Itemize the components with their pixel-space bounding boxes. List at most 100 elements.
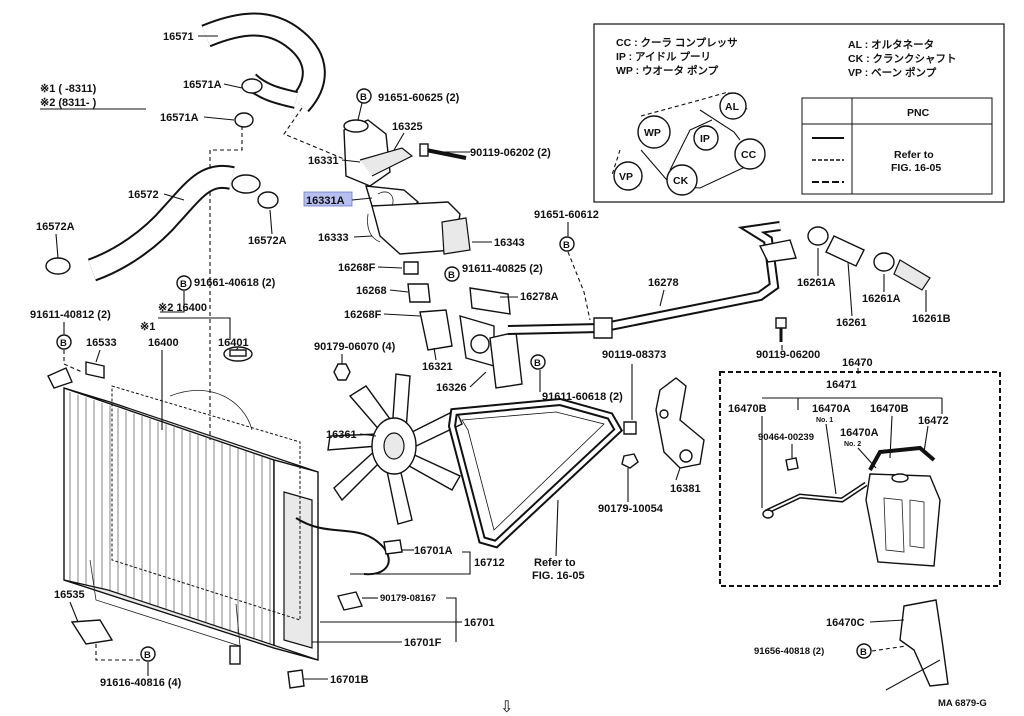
- pnc-header: PNC: [907, 107, 930, 119]
- label-16261b: 16261B: [912, 313, 951, 325]
- bolt-marker-91616-40816: B: [140, 646, 156, 662]
- legend-abbrev-al: AL : オルタネータ: [848, 39, 934, 51]
- fan-bracket-16381: [621, 377, 705, 469]
- label-91611-40812: 91611-40812 (2): [30, 309, 111, 321]
- label-16712: 16712: [474, 557, 505, 569]
- label-16268f-1: 16268F: [338, 262, 376, 274]
- legend-abbrev-cc: CC : クーラ コンプレッサ: [616, 36, 738, 49]
- label-16471: 16471: [826, 379, 857, 391]
- legend-abbrev-ck: CK : クランクシャフト: [848, 53, 957, 65]
- label-90179-10054: 90179-10054: [598, 503, 664, 515]
- radiator-support-16535: [70, 619, 114, 645]
- bolt-marker-91661-40618: B: [176, 275, 192, 291]
- ip-label: IP: [700, 133, 710, 145]
- label-16472: 16472: [918, 415, 949, 427]
- label-91661-40618: 91661-40618 (2): [194, 277, 276, 289]
- fan-shroud: [111, 385, 301, 621]
- legend-abbrev-ip: IP : アイドル プーリ: [616, 50, 711, 63]
- label-16268: 16268: [356, 285, 387, 297]
- wp-pulley: [637, 115, 671, 149]
- label-16533: 16533: [86, 337, 117, 349]
- label-16701a: 16701A: [414, 545, 453, 557]
- label-16470b-2: 16470B: [870, 403, 909, 415]
- svg-text:B: B: [360, 92, 367, 103]
- bypass-hose-16261: [807, 226, 931, 291]
- label-16400-type1: ※1: [140, 321, 155, 333]
- label-16572a-2: 16572A: [248, 235, 287, 247]
- label-16325: 16325: [392, 121, 423, 133]
- label-90119-08373: 90119-08373: [602, 349, 666, 361]
- label-16343: 16343: [494, 237, 525, 249]
- bolt-marker-91656-40818: B: [856, 643, 872, 659]
- label-91656-40818: 91656-40818 (2): [754, 646, 824, 657]
- label-90119-06202: 90119-06202 (2): [470, 147, 551, 159]
- label-16470a-2-no: No. 2: [844, 441, 861, 448]
- label-16326: 16326: [436, 382, 467, 394]
- note-type2: ※2 (8311- ): [40, 97, 97, 109]
- label-16535: 16535: [54, 589, 85, 601]
- bolt-marker-91611-40825: B: [444, 266, 460, 282]
- label-16571a-1: 16571A: [183, 79, 222, 91]
- cooling-fan: [327, 373, 463, 525]
- upper-radiator-hose: [201, 12, 326, 128]
- label-16268f-2: 16268F: [344, 309, 382, 321]
- label-16701: 16701: [464, 617, 495, 629]
- reservoir-assembly-box: [719, 371, 1001, 587]
- label-91616-40816: 91616-40816 (4): [100, 677, 182, 689]
- label-16400-note: ※2 16400: [158, 302, 207, 314]
- label-16470a-2: 16470A: [840, 427, 879, 439]
- al-pulley: [719, 92, 747, 120]
- label-belt-refer: Refer to: [534, 557, 576, 569]
- radiator-cap: [223, 346, 253, 362]
- belt-legend-box: CC : クーラ コンプレッサ IP : アイドル プーリ WP : ウオータ …: [593, 23, 1005, 203]
- note-type1: ※1 ( -8311): [40, 83, 97, 95]
- svg-text:B: B: [144, 650, 151, 661]
- label-16470b-1: 16470B: [728, 403, 767, 415]
- ip-pulley: [693, 125, 719, 151]
- bolt-marker-91651-60612: B: [559, 236, 575, 252]
- svg-text:B: B: [60, 338, 67, 349]
- pnc-fig: FIG. 16-05: [891, 162, 941, 174]
- radiator: [63, 387, 319, 665]
- label-belt-fig: FIG. 16-05: [532, 570, 585, 582]
- diagram-code: MA 6879-G: [938, 698, 987, 709]
- bolt-marker-91611-40812: B: [56, 334, 72, 350]
- label-16361: 16361: [326, 429, 357, 441]
- label-16701f: 16701F: [404, 637, 442, 649]
- water-outlet-assembly: [343, 119, 523, 389]
- ck-pulley: [666, 164, 698, 196]
- label-16470: 16470: [842, 357, 873, 369]
- label-16571a-2: 16571A: [160, 112, 199, 124]
- label-16701b: 16701B: [330, 674, 369, 686]
- label-91651-60625: 91651-60625 (2): [378, 92, 460, 104]
- cc-pulley: [734, 138, 766, 170]
- ck-label: CK: [673, 175, 689, 187]
- belt-routing-diagram: WP AL IP CC VP CK: [611, 91, 766, 196]
- label-16470a-1-no: No. 1: [816, 417, 833, 424]
- bolt-marker-91651-60625: B: [356, 88, 372, 104]
- label-16331a: 16331A: [306, 195, 345, 207]
- label-91651-60612: 91651-60612: [534, 209, 599, 221]
- svg-text:B: B: [448, 270, 455, 281]
- fan-wiring-harness: [295, 517, 403, 611]
- label-16278a: 16278A: [520, 291, 559, 303]
- label-16470a-1: 16470A: [812, 403, 851, 415]
- svg-text:B: B: [180, 279, 187, 290]
- label-16571: 16571: [163, 31, 194, 43]
- v-belt: [447, 397, 624, 549]
- nut-90179-06070: [333, 363, 351, 381]
- label-90464-00239: 90464-00239: [758, 432, 814, 443]
- label-16572a-1: 16572A: [36, 221, 75, 233]
- label-16470c: 16470C: [826, 617, 865, 629]
- clip-16701b: [287, 669, 305, 689]
- label-16261: 16261: [836, 317, 867, 329]
- label-16401: 16401: [218, 337, 249, 349]
- label-16261a-2: 16261A: [862, 293, 901, 305]
- svg-text:B: B: [563, 240, 570, 251]
- label-16261a-1: 16261A: [797, 277, 836, 289]
- label-16572: 16572: [128, 189, 159, 201]
- label-16278: 16278: [648, 277, 679, 289]
- bolt-90119-06200: [775, 317, 787, 342]
- label-16381: 16381: [670, 483, 701, 495]
